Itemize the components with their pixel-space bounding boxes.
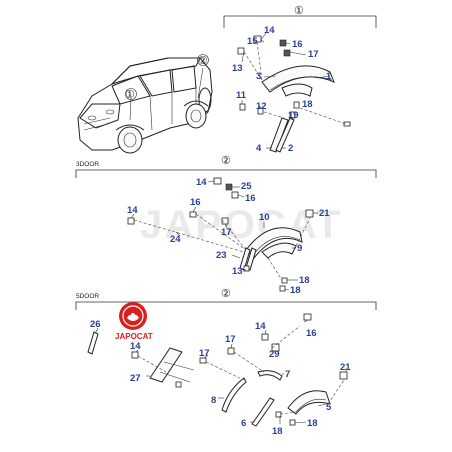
section-1-ref: ① (294, 5, 304, 17)
callout-s1-2: 2 (288, 143, 293, 154)
callout-s2-17: 17 (221, 227, 232, 238)
callout-s2-18b: 18 (290, 285, 301, 296)
section-2: 3DOOR ② (75, 155, 377, 292)
callout-s1-12: 12 (256, 101, 267, 112)
callout-s3-18b: 18 (307, 418, 318, 429)
callout-s3-27: 27 (130, 373, 141, 384)
callout-s3-5: 5 (326, 402, 332, 413)
callout-s1-14: 14 (264, 25, 275, 36)
callout-s1-18: 18 (302, 99, 313, 110)
callout-s1-16: 16 (292, 39, 303, 50)
callout-s1-17: 17 (308, 49, 319, 60)
callout-s1-4: 4 (256, 143, 262, 154)
callout-s1-1: 1 (326, 71, 332, 82)
callout-s1-13: 13 (232, 63, 243, 74)
callout-s3-18a: 18 (272, 426, 283, 437)
callout-s2-23: 23 (216, 250, 227, 261)
section-3-label: 5DOOR (76, 293, 99, 300)
callout-s1-19: 19 (288, 110, 299, 121)
callout-s2-25: 25 (241, 181, 252, 192)
callout-s2-21: 21 (319, 208, 330, 219)
callout-s2-14a: 14 (196, 177, 207, 188)
section-3-ref: ② (221, 288, 231, 300)
callout-s2-16b: 16 (190, 197, 201, 208)
callout-s3-16: 16 (306, 328, 317, 339)
section-2-label: 3DOOR (76, 161, 99, 168)
japocat-logo: JAPOCAT (115, 302, 153, 341)
section-1: ① (223, 5, 377, 153)
callout-s3-7: 7 (285, 369, 290, 380)
callout-s3-17a: 17 (199, 348, 210, 359)
callout-s2-18a: 18 (299, 275, 310, 286)
callout-s3-17b: 17 (225, 334, 236, 345)
logo-text: JAPOCAT (115, 332, 153, 341)
callout-s3-6: 6 (241, 418, 246, 429)
callout-s2-24: 24 (170, 234, 181, 245)
callout-s3-21: 21 (340, 362, 351, 373)
callout-s2-14b: 14 (127, 205, 138, 216)
vehicle-illustration (77, 57, 213, 154)
callout-s3-26: 26 (90, 319, 101, 330)
callout-s3-29: 29 (269, 349, 280, 360)
section-3: 5DOOR ② (75, 288, 377, 427)
callout-s1-15: 15 (247, 36, 258, 47)
callout-s3-8: 8 (211, 395, 216, 406)
callout-s3-14a: 14 (130, 341, 141, 352)
callout-s2-16a: 16 (245, 193, 256, 204)
callout-s1-3: 3 (256, 71, 261, 82)
section-2-ref: ② (221, 155, 231, 167)
vehicle-ref-1: ① (125, 89, 135, 101)
fender-flare-part (261, 65, 335, 93)
callout-s1-11: 11 (236, 90, 247, 101)
callout-s2-9: 9 (297, 243, 302, 254)
vehicle-ref-2: ② (198, 55, 208, 67)
callout-s3-14b: 14 (255, 321, 266, 332)
callout-s2-10: 10 (259, 212, 270, 223)
callout-s2-13: 13 (232, 266, 243, 277)
